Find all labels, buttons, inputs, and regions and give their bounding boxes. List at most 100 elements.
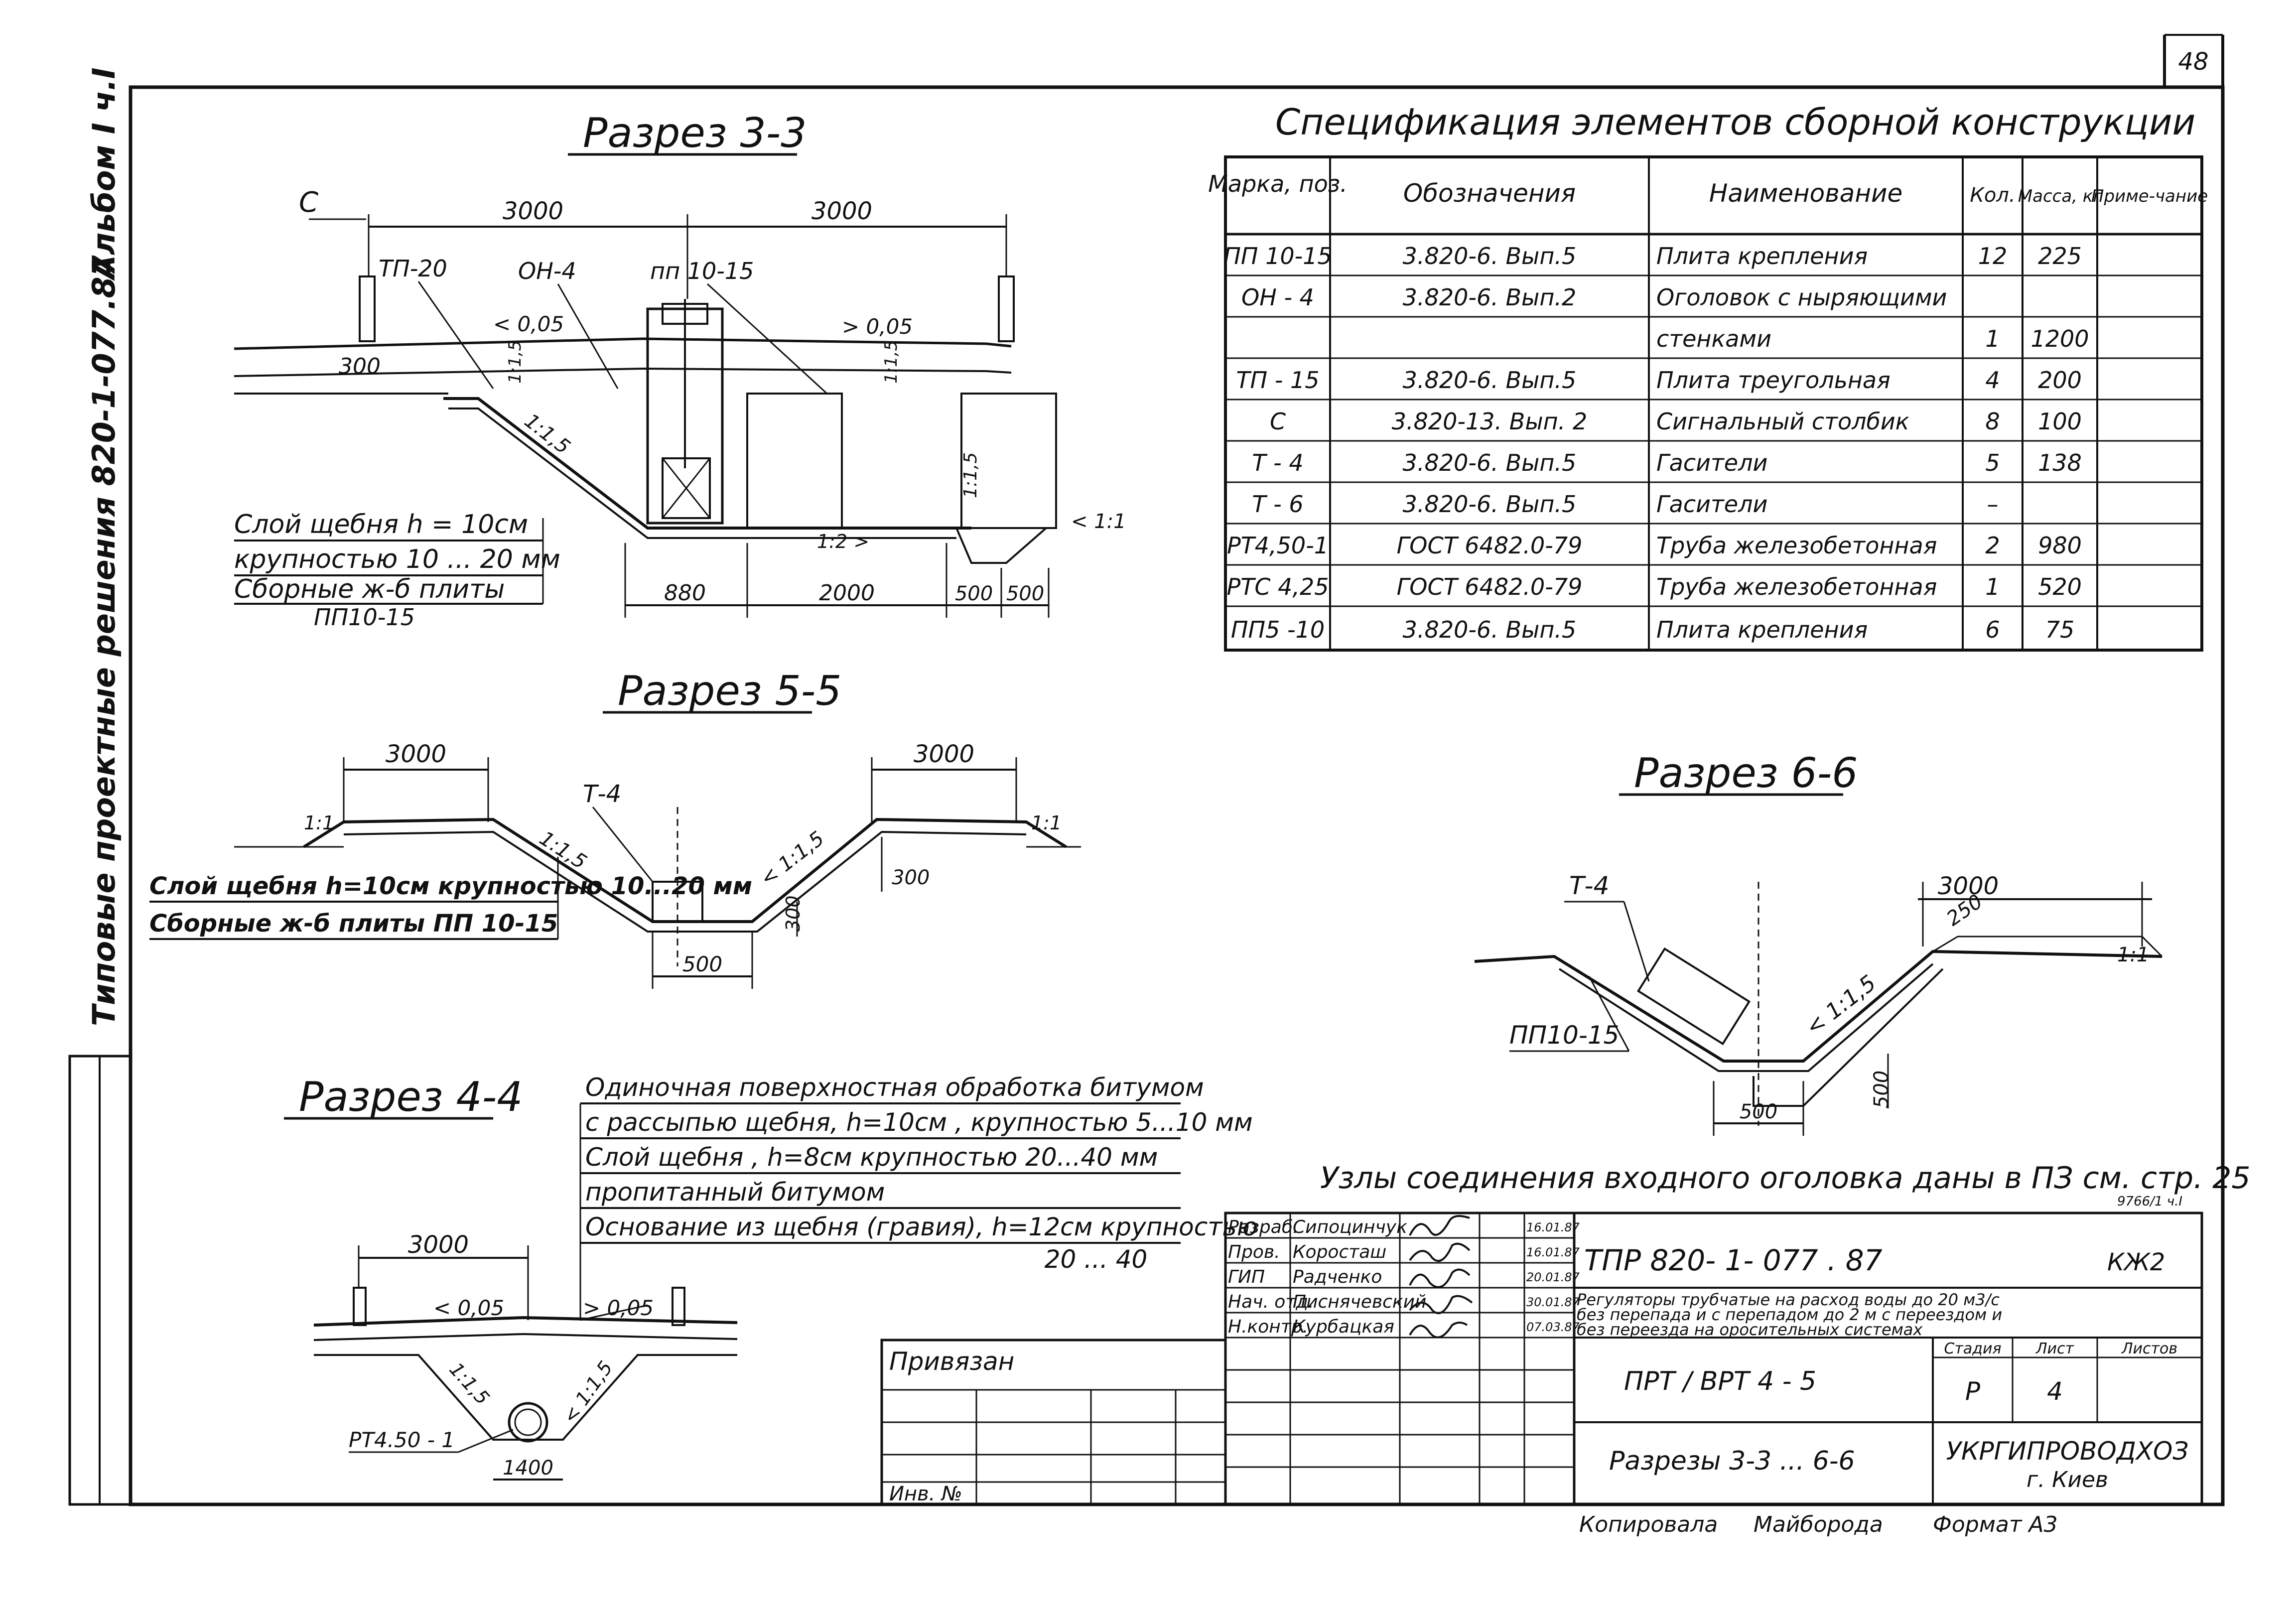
svg-text:Кол.: Кол. — [1970, 184, 2015, 207]
svg-text:Обозначения: Обозначения — [1403, 179, 1576, 208]
svg-text:Наименование: Наименование — [1709, 179, 1903, 208]
svg-text:–: – — [1987, 491, 1999, 518]
svg-text:1:1: 1:1 — [1031, 812, 1062, 834]
svg-text:1:2 >: 1:2 > — [817, 531, 869, 552]
svg-text:1:1: 1:1 — [304, 812, 334, 834]
svg-text:Т - 4: Т - 4 — [1252, 449, 1303, 476]
svg-text:3.820-6. Вып.2: 3.820-6. Вып.2 — [1403, 284, 1577, 311]
svg-text:Труба железобетонная: Труба железобетонная — [1656, 532, 1937, 559]
svg-text:КЖ2: КЖ2 — [2107, 1248, 2165, 1276]
svg-text:Лист: Лист — [2035, 1340, 2075, 1357]
svg-text:1:1,5: 1:1,5 — [445, 1358, 494, 1409]
svg-text:3000: 3000 — [503, 197, 563, 225]
joints-note: Узлы соединения входного оголовка даны в… — [1320, 1161, 2251, 1196]
svg-text:300: 300 — [339, 354, 381, 379]
svg-text:Пров.: Пров. — [1228, 1242, 1280, 1262]
svg-text:30.01.87: 30.01.87 — [1526, 1295, 1580, 1309]
svg-text:< 1:1,5: < 1:1,5 — [558, 1357, 617, 1427]
svg-text:ПП5 -10: ПП5 -10 — [1231, 616, 1325, 643]
svg-text:ТП-20: ТП-20 — [379, 255, 447, 282]
svg-text:РТС 4,25: РТС 4,25 — [1226, 573, 1329, 600]
svg-text:Курбацкая: Курбацкая — [1293, 1317, 1394, 1337]
svg-text:1:1,5: 1:1,5 — [881, 340, 901, 384]
svg-text:без перепада и с перепадом до: без перепада и с перепадом до 2 м с пере… — [1577, 1305, 2002, 1324]
svg-text:100: 100 — [2038, 408, 2082, 435]
svg-text:3.820-13. Вып. 2: 3.820-13. Вып. 2 — [1392, 408, 1588, 435]
svg-text:Разрез 6-6: Разрез 6-6 — [1634, 750, 1858, 797]
svg-text:Разрез 4-4: Разрез 4-4 — [299, 1074, 523, 1121]
svg-text:1200: 1200 — [2030, 325, 2089, 352]
svg-text:6: 6 — [1985, 616, 2000, 643]
svg-text:ОН-4: ОН-4 — [518, 258, 576, 284]
svg-text:Сигнальный столбик: Сигнальный столбик — [1656, 408, 1909, 435]
svg-text:Разрез 5-5: Разрез 5-5 — [618, 668, 841, 715]
svg-text:1:1,5: 1:1,5 — [505, 340, 525, 384]
svg-text:138: 138 — [2038, 449, 2082, 476]
svg-text:ПП10-15: ПП10-15 — [314, 604, 415, 631]
svg-text:ПП10-15: ПП10-15 — [1509, 1021, 1619, 1050]
svg-text:1: 1 — [1985, 325, 2000, 352]
svg-text:500: 500 — [1870, 1071, 1893, 1108]
svg-text:Приме-чание: Приме-чание — [2091, 186, 2208, 206]
section-5-5: Разрез 5-5 3000 3000 1:1 1:1 1:1,5 < 1:1… — [149, 668, 1081, 989]
svg-text:16.01.87: 16.01.87 — [1526, 1245, 1580, 1259]
svg-text:Слой щебня , h=8см крупностью: Слой щебня , h=8см крупностью 20...40 мм — [585, 1143, 1158, 1172]
svg-text:ГИП: ГИП — [1228, 1267, 1265, 1287]
svg-text:Сборные ж-б плиты ПП 10-15: Сборные ж-б плиты ПП 10-15 — [149, 910, 558, 938]
svg-text:3.820-6. Вып.5: 3.820-6. Вып.5 — [1403, 243, 1577, 270]
svg-text:ТП - 15: ТП - 15 — [1236, 367, 1319, 394]
svg-text:225: 225 — [2038, 243, 2082, 270]
svg-text:880: 880 — [664, 580, 706, 606]
svg-text:5: 5 — [1985, 449, 2000, 476]
svg-text:980: 980 — [2038, 532, 2082, 559]
svg-text:Марка, поз.: Марка, поз. — [1208, 170, 1348, 197]
svg-text:3.820-6. Вып.5: 3.820-6. Вып.5 — [1403, 616, 1577, 643]
svg-text:500: 500 — [1006, 582, 1044, 605]
series-name: Типовые проектные решения 820-1-077.87 — [86, 255, 122, 1026]
svg-text:ПРТ / ВРТ 4 - 5: ПРТ / ВРТ 4 - 5 — [1624, 1366, 1816, 1396]
svg-text:РТ4,50-1: РТ4,50-1 — [1227, 532, 1329, 559]
svg-text:Н.контр.: Н.контр. — [1228, 1317, 1308, 1337]
svg-text:Плита крепления: Плита крепления — [1656, 616, 1868, 643]
svg-text:Плита крепления: Плита крепления — [1656, 243, 1868, 270]
svg-text:Инв. №: Инв. № — [889, 1483, 962, 1505]
label-c: С — [299, 186, 318, 219]
specification-table: Спецификация элементов сборной конструкц… — [1208, 101, 2208, 652]
sheet-number: 48 — [2178, 48, 2208, 76]
svg-text:Сборные ж-б плиты: Сборные ж-б плиты — [234, 574, 505, 604]
svg-text:12: 12 — [1978, 243, 2008, 270]
drawing-code: ТПР 820- 1- 077 . 87 — [1584, 1243, 1883, 1277]
svg-text:3.820-6. Вып.5: 3.820-6. Вып.5 — [1403, 449, 1577, 476]
svg-text:3000: 3000 — [408, 1231, 469, 1259]
svg-text:16.01.87: 16.01.87 — [1526, 1220, 1580, 1234]
svg-text:200: 200 — [2038, 367, 2082, 394]
svg-text:4: 4 — [1985, 367, 2000, 394]
svg-text:8: 8 — [1985, 408, 2000, 435]
svg-text:20 ... 40: 20 ... 40 — [1045, 1245, 1148, 1274]
drawing-name: Разрезы 3-3 ... 6-6 — [1609, 1446, 1855, 1476]
svg-text:> 0,05: > 0,05 — [842, 314, 913, 339]
svg-text:9766/1 ч.I: 9766/1 ч.I — [2117, 1194, 2182, 1209]
svg-text:Труба железобетонная: Труба железобетонная — [1656, 573, 1937, 600]
signatures — [1409, 1215, 1473, 1339]
section-4-4: Разрез 4-4 Одиночная поверхностная обраб… — [284, 1073, 1258, 1481]
section-3-3-title: Разрез 3-3 — [583, 110, 807, 157]
svg-text:75: 75 — [2045, 616, 2075, 643]
svg-text:Стадия: Стадия — [1944, 1340, 2001, 1357]
svg-text:Слой щебня h=10см крупностью 1: Слой щебня h=10см крупностью 10...20 мм — [149, 872, 752, 900]
svg-text:Разраб.: Разраб. — [1228, 1217, 1298, 1237]
svg-text:крупностью 10 ... 20 мм: крупностью 10 ... 20 мм — [234, 544, 560, 574]
svg-text:ОН - 4: ОН - 4 — [1241, 284, 1314, 311]
album-name: Альбом I ч.I — [86, 67, 122, 281]
svg-text:3000: 3000 — [1938, 872, 1999, 900]
pipe-circle — [508, 1402, 548, 1443]
svg-text:2000: 2000 — [819, 580, 875, 606]
spec-title: Спецификация элементов сборной конструкц… — [1275, 101, 2195, 143]
svg-text:ГОСТ 6482.0-79: ГОСТ 6482.0-79 — [1397, 532, 1583, 559]
svg-text:Р: Р — [1965, 1377, 1981, 1406]
svg-text:4: 4 — [2047, 1377, 2063, 1406]
svg-text:300: 300 — [892, 866, 930, 889]
svg-text:Листов: Листов — [2121, 1340, 2177, 1357]
svg-text:3000: 3000 — [811, 197, 872, 225]
